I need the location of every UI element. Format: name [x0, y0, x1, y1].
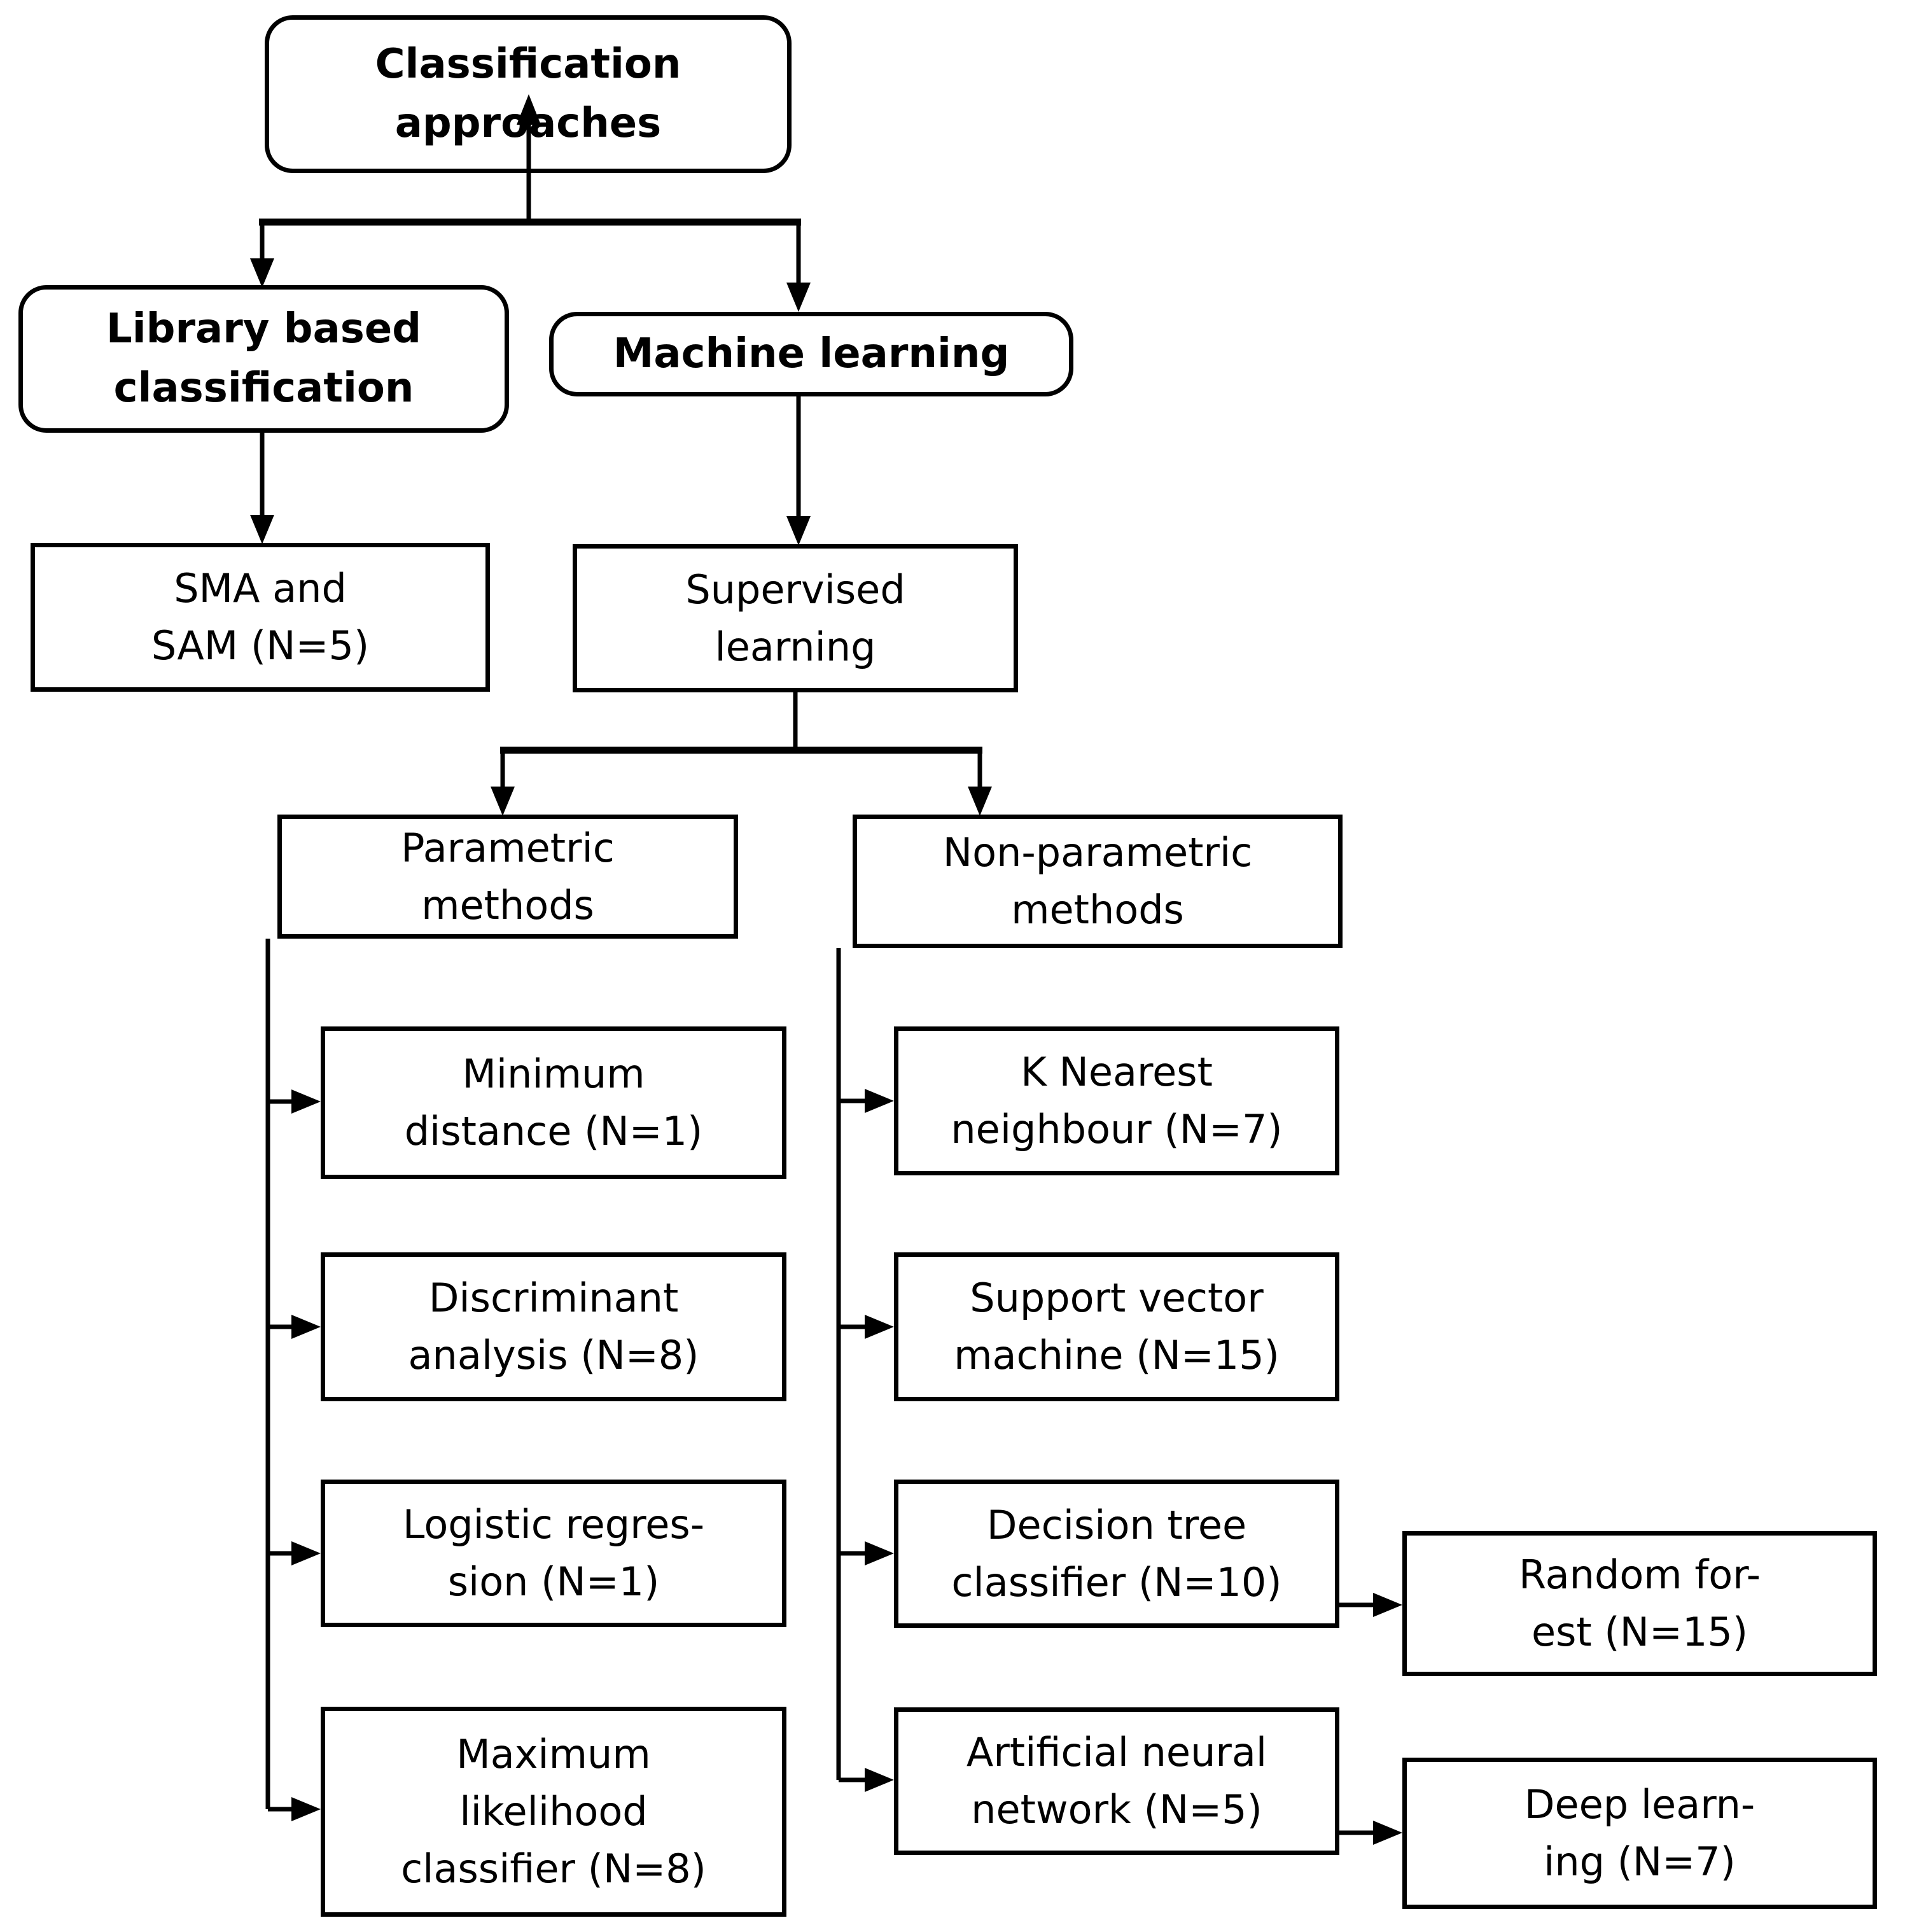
arrowhead-right-decision-tree — [865, 1541, 894, 1565]
arrowhead-down-supervised — [786, 516, 811, 545]
node-parametric-methods: Parametric methods — [277, 815, 738, 939]
arrowhead-down-parametric — [491, 787, 515, 816]
node-non-parametric-methods: Non-parametric methods — [853, 815, 1343, 948]
node-minimum-distance: Minimum distance (N=1) — [321, 1026, 786, 1179]
arrowhead-down-machine-learning — [786, 283, 811, 312]
node-sma-sam: SMA and SAM (N=5) — [31, 543, 490, 692]
node-deep-learning: Deep learn- ing (N=7) — [1402, 1758, 1877, 1909]
node-machine-learning: Machine learning — [549, 312, 1073, 396]
arrowhead-right-svm — [865, 1315, 894, 1339]
arrowhead-right-k-nearest — [865, 1089, 894, 1113]
arrowhead-right-ann — [865, 1768, 894, 1792]
arrowhead-right-logistic-regression — [291, 1541, 321, 1565]
arrowhead-right-maximum-likelihood — [291, 1797, 321, 1821]
node-k-nearest-neighbour: K Nearest neighbour (N=7) — [894, 1026, 1339, 1175]
node-library-based-classification: Library based classification — [18, 285, 509, 433]
arrowhead-right-deep-learning — [1373, 1821, 1402, 1845]
node-supervised-learning: Supervised learning — [573, 544, 1018, 692]
arrowhead-down-library — [250, 258, 274, 288]
arrowhead-right-discriminant-analysis — [291, 1315, 321, 1339]
node-discriminant-analysis: Discriminant analysis (N=8) — [321, 1252, 786, 1401]
node-classification-approaches: Classification approaches — [265, 15, 792, 173]
node-artificial-neural-network: Artificial neural network (N=5) — [894, 1707, 1339, 1855]
arrowhead-down-sma — [250, 515, 274, 544]
node-maximum-likelihood-classifier: Maximum likelihood classifier (N=8) — [321, 1707, 786, 1917]
node-random-forest: Random for- est (N=15) — [1402, 1531, 1877, 1676]
arrowhead-right-minimum-distance — [291, 1089, 321, 1114]
arrowhead-right-random-forest — [1373, 1593, 1402, 1617]
node-decision-tree-classifier: Decision tree classifier (N=10) — [894, 1480, 1339, 1628]
node-logistic-regression: Logistic regres- sion (N=1) — [321, 1480, 786, 1627]
node-support-vector-machine: Support vector machine (N=15) — [894, 1252, 1339, 1401]
arrowhead-down-nonparametric — [968, 787, 992, 816]
